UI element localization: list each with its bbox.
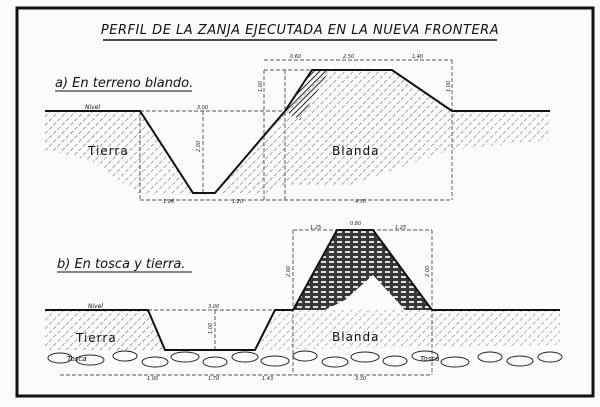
section-a-heading: a) En terreno blando. (55, 76, 193, 91)
dim-a-crest-left: 0.60 (290, 54, 301, 60)
dim-a-height: 1.00 (258, 81, 264, 92)
dim-b-bottom-d: 3.30 (355, 376, 366, 382)
dim-a-height-right: 1.00 (446, 81, 452, 92)
dim-b-crest: 0.80 (350, 221, 361, 227)
section-b-dimension-lines (60, 229, 433, 376)
dim-b-crest-left: 1.25 (310, 225, 321, 231)
dim-a-bottom-right: 1.20 (232, 199, 243, 205)
section-a-ground-hatch (45, 70, 550, 195)
section-b-ground-hatch (45, 230, 560, 350)
section-b-blanda-label: Blanda (332, 330, 380, 344)
dim-b-height-left: 2.00 (286, 266, 292, 277)
dim-a-crest: 2.50 (343, 54, 354, 60)
dim-a-bottom-left: 1.96 (163, 199, 174, 205)
dim-b-depth: 1.00 (208, 323, 214, 334)
section-a-blanda-label: Blanda (332, 144, 380, 158)
tosca-label-left: Tosca (67, 355, 86, 363)
section-b-tierra-label: Tierra (75, 331, 117, 345)
dim-b-top-width: 3.00 (208, 304, 219, 310)
section-b-nivel-label: Nivel (88, 303, 103, 310)
section-a-dimension-lines (139, 59, 453, 201)
frame-border (15, 6, 595, 398)
section-a-nivel-label: Nivel (85, 104, 100, 111)
section-a-tierra-label: Tierra (87, 144, 129, 158)
dim-b-bottom-c: 1.43 (262, 376, 273, 382)
dim-b-bottom-b: 1.70 (208, 376, 219, 382)
dim-a-crest-right: 1.40 (412, 54, 423, 60)
tosca-rock-layer (47, 350, 563, 368)
section-b-heading: b) En tosca y tierra. (57, 257, 185, 272)
dim-a-base: 4.50 (355, 199, 366, 205)
dim-b-height-right: 2.00 (425, 266, 431, 277)
dim-a-top-width: 3.00 (197, 105, 208, 111)
dim-a-depth: 2.00 (196, 141, 202, 152)
tosca-label-right: Tosca (420, 355, 439, 363)
dim-b-crest-right: 1.25 (395, 225, 406, 231)
section-b-ground-line (45, 229, 560, 351)
drawing-title: PERFIL DE LA ZANJA EJECUTADA EN LA NUEVA… (101, 23, 499, 38)
dim-b-bottom-a: 1.00 (147, 376, 158, 382)
